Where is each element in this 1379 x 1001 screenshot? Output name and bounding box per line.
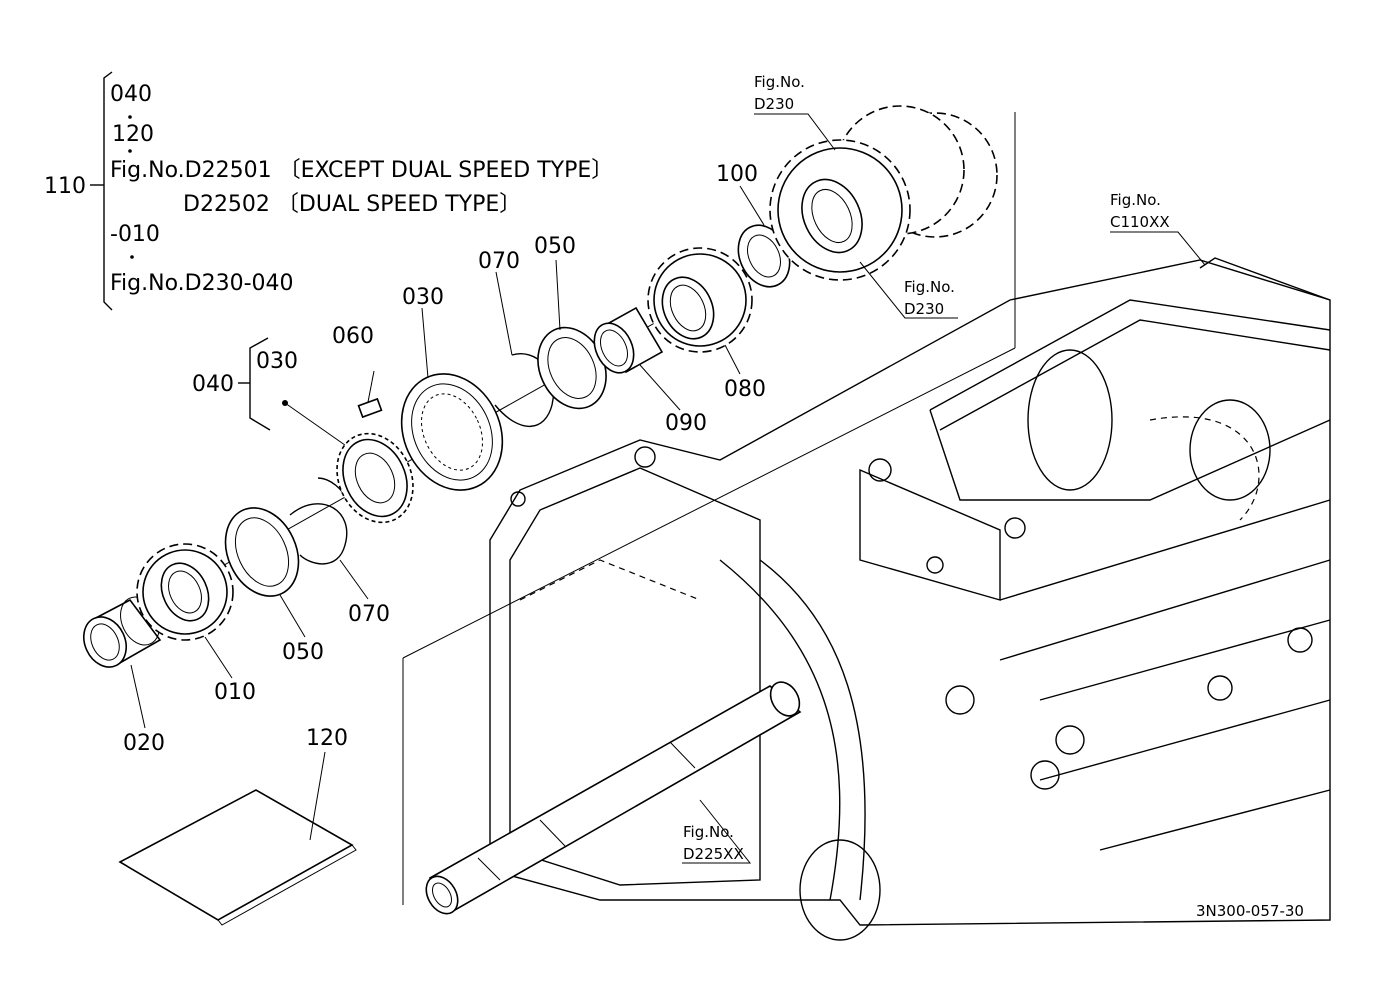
part-label-050-upper: 050 (534, 234, 576, 259)
sub-group-item-number: 040 (192, 372, 234, 397)
ring-050-upper (537, 326, 607, 410)
part-label-060: 060 (332, 324, 374, 349)
ref-d230-side-number: D230 (904, 300, 944, 318)
separator-dot (128, 149, 132, 153)
group-item-number: 110 (44, 174, 86, 199)
ref-d230-side-prefix: Fig.No. (904, 278, 955, 296)
needle-bearing-090 (593, 306, 664, 374)
ref-c110xx-number: C110XX (1110, 213, 1170, 231)
sync-hub-040 (336, 432, 414, 524)
group-line-d22502: D22502 〔DUAL SPEED TYPE〕 (183, 192, 521, 217)
snap-ring-070-lower (289, 477, 348, 565)
part-label-100: 100 (716, 162, 758, 187)
leader-lines (130, 113, 1206, 864)
group-line-010: -010 (110, 222, 160, 247)
group-line-040: 040 (110, 82, 152, 107)
ref-d230-top-number: D230 (754, 95, 794, 113)
gear-cluster-d230 (769, 105, 998, 281)
part-label-020: 020 (123, 731, 165, 756)
ring-050-lower (224, 507, 300, 597)
gear-080 (647, 247, 753, 353)
snap-ring-070-upper (494, 353, 555, 428)
part-label-070-upper: 070 (478, 249, 520, 274)
sub-group-marker-leader (284, 402, 353, 451)
ref-d225xx-number: D225XX (683, 845, 744, 863)
group-line-120: 120 (112, 122, 154, 147)
part-label-030: 030 (402, 285, 444, 310)
drawing-code: 3N300-057-30 (1196, 902, 1304, 920)
ref-c110xx-prefix: Fig.No. (1110, 191, 1161, 209)
part-labels: 020 010 050 070 060 030 070 050 090 080 … (123, 162, 766, 756)
output-shaft-d225xx (425, 681, 802, 915)
instruction-sheet-120 (118, 789, 357, 926)
group-note-110: 110 040 120 Fig.No.D22501 〔EXCEPT DUAL S… (44, 71, 613, 311)
sub-group-note-040: 040 030 (192, 337, 353, 451)
part-label-120: 120 (306, 726, 348, 751)
sleeve-030 (400, 373, 504, 491)
part-label-080: 080 (724, 377, 766, 402)
sub-group-line-030: 030 (256, 349, 298, 374)
ref-d225xx-prefix: Fig.No. (683, 823, 734, 841)
part-label-090: 090 (665, 411, 707, 436)
transmission-case (489, 257, 1331, 941)
gear-010 (136, 543, 234, 641)
view-boundary-bottom (402, 347, 1016, 659)
group-line-d230-040: Fig.No.D230-040 (110, 271, 294, 296)
group-bracket (103, 71, 113, 311)
separator-dot (128, 115, 132, 119)
group-line-d22501: Fig.No.D22501 〔EXCEPT DUAL SPEED TYPE〕 (110, 158, 613, 183)
ref-d230-top-prefix: Fig.No. (754, 73, 805, 91)
part-label-070-lower: 070 (348, 602, 390, 627)
separator-dot (130, 255, 134, 259)
part-label-010: 010 (214, 680, 256, 705)
key-060 (357, 397, 383, 419)
part-label-050-lower: 050 (282, 640, 324, 665)
figure-references: Fig.No. D230 Fig.No. D230 Fig.No. C110XX… (683, 73, 1170, 863)
